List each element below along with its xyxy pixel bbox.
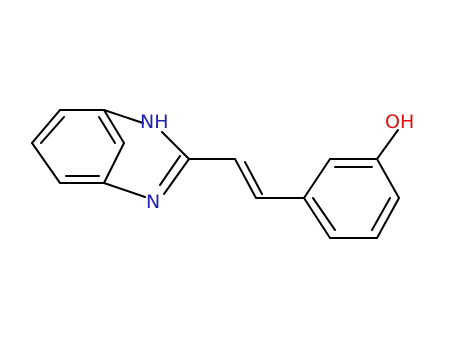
bond [161, 131, 190, 160]
benzene-ring-right [303, 129, 400, 239]
bond [234, 158, 257, 199]
vinyl-linker [188, 158, 305, 199]
bond [376, 158, 400, 199]
bond [103, 109, 125, 144]
bond [103, 182, 146, 198]
bond-double-inner [159, 155, 181, 186]
bond [31, 142, 61, 184]
bond-double-inner [371, 197, 391, 231]
oh-label: OH [385, 111, 414, 133]
bond [31, 109, 61, 144]
n-label: N [146, 191, 160, 213]
benzene-ring-left [31, 109, 125, 184]
bond [163, 158, 190, 195]
bond [303, 197, 331, 239]
bond [376, 197, 400, 239]
bond-double-inner [312, 197, 336, 231]
bond-double-inner [98, 116, 116, 144]
bond-double-inner [40, 116, 65, 144]
nh-label: NH [140, 111, 169, 133]
imidazole-ring [103, 109, 190, 198]
bond [103, 109, 144, 124]
bond [376, 129, 399, 160]
bond [103, 142, 125, 184]
bond-double-inner [244, 161, 263, 195]
bond [303, 158, 331, 199]
